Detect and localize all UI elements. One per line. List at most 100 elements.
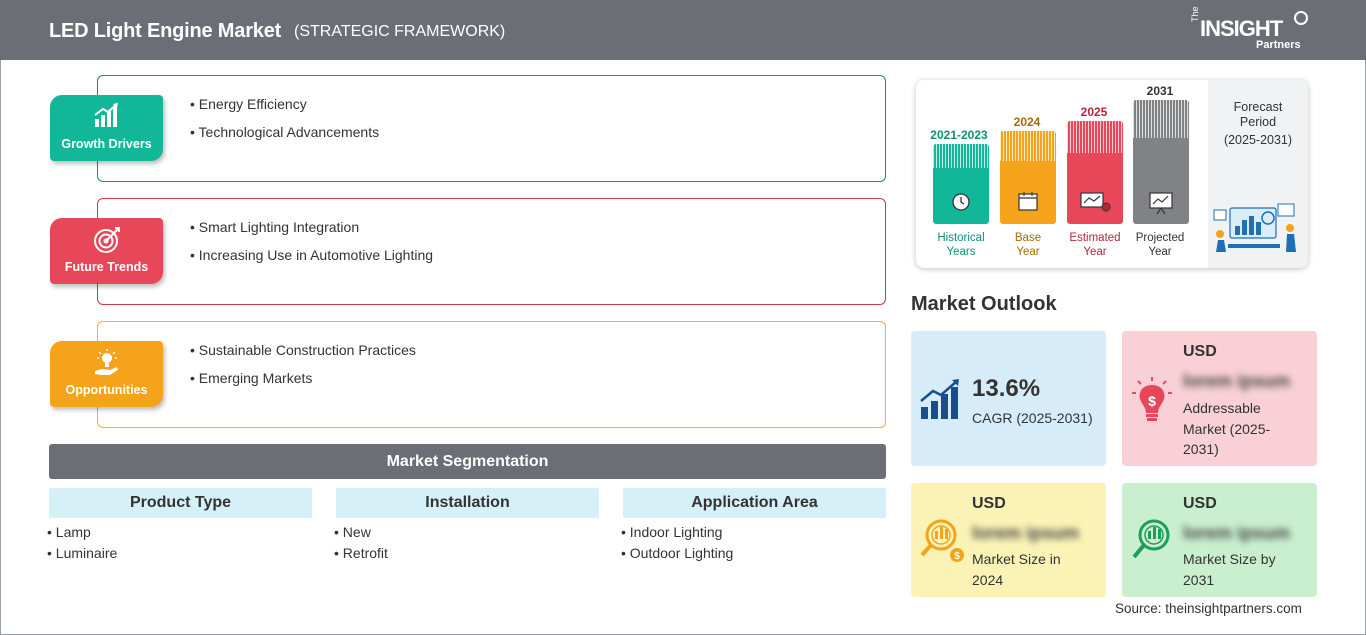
caption-line: Year xyxy=(1083,246,1107,258)
timeline-year-historical: 2021-2023 xyxy=(930,128,988,142)
timeline-bar-estimated xyxy=(1067,153,1123,224)
svg-text:$: $ xyxy=(954,551,960,562)
outlook-card-size-2031: USD lorem ipsum Market Size by 2031 xyxy=(1122,483,1317,597)
segment-header-application-area: Application Area xyxy=(623,488,886,518)
list-item: Energy Efficiency xyxy=(190,96,379,124)
timeline-bar-top-projected xyxy=(1133,100,1189,138)
desc-line: Market Size in xyxy=(972,551,1061,567)
logo-partners: Partners xyxy=(1256,39,1301,51)
cagr-label: CAGR (2025-2031) xyxy=(972,410,1093,426)
segment-list-product-type: Lamp Luminaire xyxy=(47,524,117,566)
future-trends-badge: Future Trends xyxy=(50,218,163,284)
list-item: Increasing Use in Automotive Lighting xyxy=(190,247,433,275)
page-title: LED Light Engine Market xyxy=(49,20,282,42)
forecast-label-line: Forecast xyxy=(1233,100,1283,114)
segment-header-installation: Installation xyxy=(336,488,599,518)
list-item: New xyxy=(334,524,388,545)
timeline-caption-estimated: Estimated Year xyxy=(1060,231,1130,259)
size-2031-usd: USD xyxy=(1183,495,1217,512)
timeline-bar-top-estimated xyxy=(1067,121,1123,153)
growth-drivers-card: Energy Efficiency Technological Advancem… xyxy=(97,75,886,182)
addressable-usd: USD xyxy=(1183,343,1217,360)
timeline-year-base: 2024 xyxy=(1013,115,1041,129)
addressable-hidden-value: lorem ipsum xyxy=(1183,371,1291,391)
caption-line: Years xyxy=(946,246,976,258)
cagr-value: 13.6% xyxy=(972,375,1041,402)
bar-growth-icon xyxy=(920,379,959,419)
timeline-bar-base xyxy=(1000,161,1056,224)
timeline-year-projected: 2031 xyxy=(1146,84,1174,98)
logo-the: The xyxy=(1190,6,1200,22)
desc-line: Addressable xyxy=(1183,400,1261,416)
growth-drivers-label: Growth Drivers xyxy=(61,137,152,151)
list-item: Technological Advancements xyxy=(190,124,380,152)
desc-line: Market Size by xyxy=(1183,551,1276,567)
desc-line: 2031 xyxy=(1183,571,1215,588)
size-2031-hidden-value: lorem ipsum xyxy=(1183,523,1291,543)
magnifier-dollar-icon: $ xyxy=(920,519,964,562)
caption-line: Year xyxy=(1148,246,1172,258)
timeline-bar-top-historical xyxy=(933,144,989,168)
dollar-bulb-icon: $ xyxy=(1132,377,1172,421)
desc-line: 2024 xyxy=(972,571,1004,588)
size-2031-label: Market Size by 2031 xyxy=(1183,549,1276,590)
caption-line: Estimated xyxy=(1069,232,1121,244)
segment-header-product-type: Product Type xyxy=(49,488,312,518)
list-item: Emerging Markets xyxy=(190,370,416,398)
caption-line: Year xyxy=(1016,246,1040,258)
opportunities-list: Sustainable Construction Practices Emerg… xyxy=(190,342,416,398)
outlook-card-addressable: $ USD lorem ipsum Addressable Market (20… xyxy=(1122,331,1317,466)
timeline-year-estimated: 2025 xyxy=(1080,105,1108,119)
analyst-dashboard-illustration xyxy=(1213,203,1296,252)
opportunities-label: Opportunities xyxy=(65,383,148,397)
growth-chart-icon xyxy=(94,103,118,127)
growth-drivers-badge: Growth Drivers xyxy=(50,95,163,161)
timeline-bar-top-base xyxy=(1000,131,1056,161)
list-item: Outdoor Lighting xyxy=(621,545,734,566)
opportunities-badge: Opportunities xyxy=(50,341,163,407)
header-bar: LED Light Engine Market (STRATEGIC FRAME… xyxy=(0,0,1366,60)
magnifier-chart-icon xyxy=(1132,519,1170,559)
size-2024-usd: USD xyxy=(972,495,1006,512)
segment-list-installation: New Retrofit xyxy=(334,524,388,566)
list-item: Retrofit xyxy=(334,545,388,566)
list-item: Smart Lighting Integration xyxy=(190,219,433,247)
caption-line: Projected xyxy=(1135,232,1185,244)
forecast-label-line: Period xyxy=(1239,115,1277,129)
segment-list-application-area: Indoor Lighting Outdoor Lighting xyxy=(621,524,734,566)
growth-drivers-list: Energy Efficiency Technological Advancem… xyxy=(190,96,380,152)
calendar-icon xyxy=(1018,192,1038,211)
size-2024-hidden-value: lorem ipsum xyxy=(972,523,1080,543)
timeline-bar-projected xyxy=(1133,138,1189,224)
presentation-board-icon xyxy=(1149,192,1173,215)
lightbulb-hand-icon xyxy=(95,349,118,375)
estimate-chart-icon xyxy=(1080,192,1111,212)
logo-ring-icon xyxy=(1294,11,1308,25)
list-item: Sustainable Construction Practices xyxy=(190,342,416,370)
timeline-panel: 2021-2023 Historical Years 2024 Base Yea… xyxy=(916,80,1308,268)
forecast-label: Forecast Period xyxy=(1208,100,1308,130)
history-clock-icon xyxy=(952,193,970,211)
desc-line: Market (2025- xyxy=(1183,420,1271,437)
timeline-bar-historical xyxy=(933,168,989,224)
future-trends-card: Smart Lighting Integration Increasing Us… xyxy=(97,198,886,305)
list-item: Indoor Lighting xyxy=(621,524,733,545)
future-trends-label: Future Trends xyxy=(64,260,149,274)
outlook-card-size-2024: $ USD lorem ipsum Market Size in 2024 xyxy=(911,483,1106,597)
timeline-caption-base: Base Year xyxy=(993,231,1063,259)
source-credit: Source: theinsightpartners.com xyxy=(1115,601,1302,616)
addressable-label: Addressable Market (2025- 2031) xyxy=(1183,398,1270,460)
caption-line: Historical xyxy=(937,232,985,244)
desc-line: 2031) xyxy=(1183,441,1219,457)
timeline-caption-projected: Projected Year xyxy=(1125,231,1195,259)
page-subtitle: (STRATEGIC FRAMEWORK) xyxy=(294,23,506,40)
forecast-period-box: Forecast Period (2025-2031) xyxy=(1208,80,1308,268)
list-item: Lamp xyxy=(47,524,117,545)
list-item: Luminaire xyxy=(47,545,117,566)
caption-line: Base xyxy=(1014,232,1042,244)
insight-partners-logo[interactable]: The INSIGHT Partners xyxy=(1190,6,1310,54)
target-icon xyxy=(94,227,120,253)
size-2024-label: Market Size in 2024 xyxy=(972,549,1061,590)
timeline-caption-historical: Historical Years xyxy=(926,231,996,259)
segmentation-title: Market Segmentation xyxy=(49,444,886,479)
